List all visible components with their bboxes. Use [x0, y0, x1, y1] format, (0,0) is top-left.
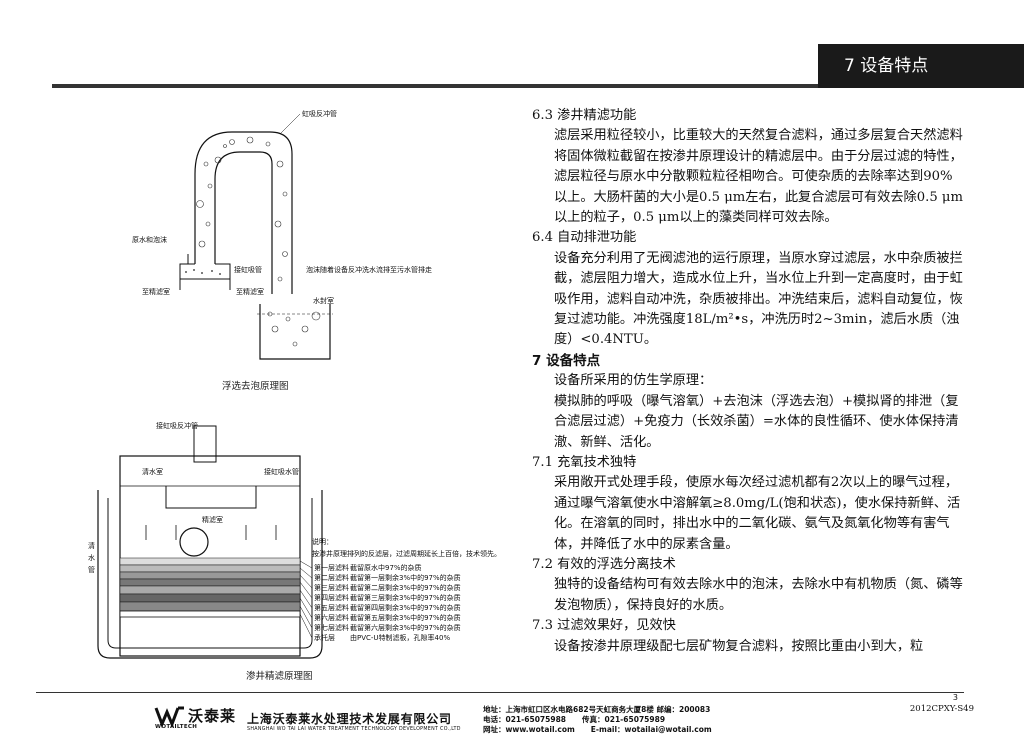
text-column: 6.3 渗井精滤功能 滤层采用粒径较小，比重较大的天然复合滤料，通过多层复合天然…	[532, 106, 964, 657]
heading-6-4: 6.4 自动排泄功能	[532, 230, 637, 246]
email-link[interactable]: E-mail：wotailai@wotail.com	[590, 725, 712, 734]
label-clear-room: 清水室	[142, 467, 163, 476]
footer-rule	[36, 692, 964, 693]
para-7-3: 设备按渗井原理级配七层矿物复合滤料，按照比重由小到大，粒	[554, 638, 924, 654]
logo-en: WOTAILTECH	[155, 724, 198, 730]
layer-desc: 截留原水中97%的杂质	[350, 563, 422, 572]
label-clear-pipe-3: 管	[88, 565, 95, 574]
layer-desc: 截留第一层剩余3%中的97%的杂质	[350, 573, 461, 582]
layer-leader-line	[299, 560, 313, 569]
page-number: 3	[952, 693, 958, 702]
layer-name: 第五层滤料	[314, 603, 349, 612]
layer-name: 第三层滤料	[314, 583, 349, 592]
heading-7-3: 7.3 过滤效果好，见效快	[532, 618, 676, 634]
label-clear-pipe-1: 清	[88, 541, 95, 550]
layer-leader-line	[299, 597, 313, 619]
heading-7-2: 7.2 有效的浮选分离技术	[532, 556, 676, 572]
layer-desc: 截留第五层剩余3%中的97%的杂质	[350, 613, 461, 622]
company-logo-icon	[154, 706, 184, 729]
label-clear-pipe-2: 水	[88, 553, 95, 562]
top-rule	[52, 84, 818, 88]
label-fine-filter: 精滤室	[202, 515, 223, 524]
label-siphon: 虹吸反冲管	[302, 109, 337, 118]
layer-desc: 截留第三层剩余3%中的97%的杂质	[350, 593, 461, 602]
contact-info: 地址：上海市虹口区水电路682号天虹商务大厦8楼 邮编：200083 电话：02…	[483, 705, 728, 735]
heading-6-3: 6.3 渗井精滤功能	[532, 108, 637, 123]
doc-code: 2012CPXY-S49	[909, 704, 974, 714]
address: 地址：上海市虹口区水电路682号天虹商务大厦8楼 邮编：200083	[483, 705, 711, 714]
para-7-2: 独特的设备结构可有效去除水中的泡沫，去除水中有机物质（氮、磷等发泡物质），保持良…	[554, 577, 963, 613]
figure1-caption: 浮选去泡原理图	[222, 381, 289, 392]
heading-7-1: 7.1 充氧技术独特	[532, 454, 637, 470]
filter-layers	[119, 557, 301, 618]
label-siphon-pipe: 接虹吸水管	[264, 467, 299, 476]
logo-cn: 沃泰莱	[188, 707, 237, 725]
label-to-filter-room: 至精滤室	[142, 287, 170, 296]
layer-name: 第二层滤料	[314, 573, 349, 582]
layer-labels: 第一层滤料截留原水中97%的杂质第二层滤料截留第一层剩余3%中的97%的杂质第三…	[299, 560, 461, 642]
flotation-diagram: 虹吸反冲管 原水和泡沫 至精滤室 接虹吸管 至精滤室 泡沫随着设备反冲洗水流排至…	[132, 109, 432, 360]
company-name-en: SHANGHAI WO TAI LAI WATER TREATMENT TECH…	[247, 727, 461, 732]
fax: 传真：021-65075989	[582, 715, 666, 724]
label-seal-tank: 水封室	[313, 296, 334, 305]
label-to-filter-room-2: 至精滤室	[236, 287, 264, 296]
layer-name: 第七层滤料	[314, 623, 349, 632]
para-6-3: 滤层采用粒径较小，比重较大的天然复合滤料，通过多层复合天然滤料将固体微粒截留在按…	[554, 128, 963, 226]
figure2-caption: 渗井精滤原理图	[246, 671, 313, 682]
label-siphon-connect: 接虹吸反冲管	[156, 421, 198, 430]
label-foam-note: 泡沫随着设备反冲洗水流排至污水管排走	[306, 265, 432, 274]
layer-desc: 由PVC-U特制滤板，孔隙率40%	[350, 633, 450, 642]
label-raw-foam: 原水和泡沫	[132, 235, 167, 244]
phone: 电话：021-65075988	[483, 715, 567, 724]
para-7-body: 模拟肺的呼吸（曝气溶氧）+去泡沫（浮选去泡）+模拟肾的排泄（复合滤层过滤）+免疫…	[554, 393, 959, 450]
layer-name: 承托层	[314, 633, 335, 642]
layer-desc: 截留第六层剩余3%中的97%的杂质	[350, 623, 461, 632]
layer-leader-line	[299, 574, 313, 589]
layer-leader-line	[299, 605, 313, 629]
para-6-4: 设备充分利用了无阀滤池的运行原理，当原水穿过滤层，水中杂质被拦截，滤层阻力增大，…	[554, 250, 963, 348]
seepage-filter-diagram: 接虹吸反冲管 清水室 接虹吸水管 精滤室 清 水 管 说明： 按渗井原理排列的反…	[88, 421, 501, 659]
layer-desc: 截留第二层剩余3%中的97%的杂质	[350, 583, 461, 592]
layer-leader-line	[299, 567, 313, 579]
para-7-1: 采用敞开式处理手段，使原水每次经过滤机都有2次以上的曝气过程，通过曝气溶氧使水中…	[554, 475, 961, 552]
website-link[interactable]: 网址：www.wotail.com	[483, 725, 575, 734]
layer-name: 第四层滤料	[314, 593, 349, 602]
label-siphon-connect: 接虹吸管	[234, 265, 262, 274]
heading-7: 7 设备特点	[532, 352, 601, 369]
note-body: 按渗井原理排列的反滤层，过滤周期延长上百倍，技术领先。	[312, 549, 501, 558]
note-title: 说明：	[312, 537, 333, 546]
layer-leader-line	[299, 613, 313, 639]
layer-name: 第一层滤料	[314, 563, 349, 572]
company-name: 上海沃泰莱水处理技术发展有限公司	[247, 712, 452, 726]
layer-leader-line	[299, 589, 313, 609]
layer-leader-line	[299, 581, 313, 599]
layer-name: 第六层滤料	[314, 613, 349, 622]
section-tab: 7 设备特点	[818, 44, 1024, 88]
layer-desc: 截留第四层剩余3%中的97%的杂质	[350, 603, 461, 612]
para-7-intro: 设备所采用的仿生学原理：	[554, 373, 713, 389]
